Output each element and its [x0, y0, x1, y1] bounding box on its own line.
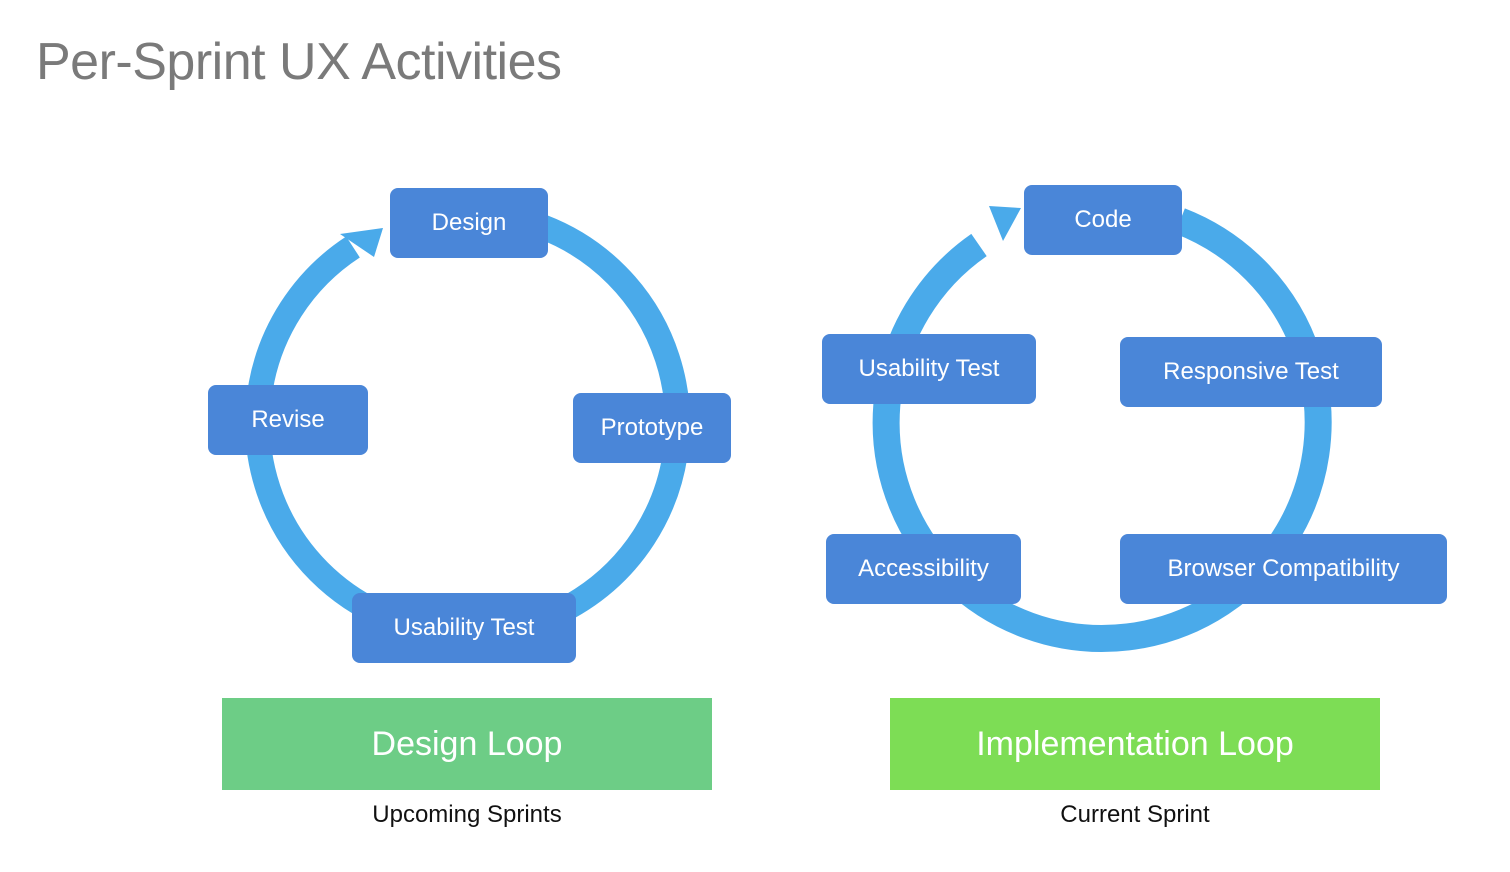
- node-code-label: Code: [1074, 206, 1132, 233]
- node-design: Design: [390, 188, 548, 258]
- design-loop-banner: Design Loop: [222, 698, 712, 790]
- node-design-usability-test-label: Usability Test: [393, 614, 535, 641]
- node-accessibility-label: Accessibility: [858, 555, 989, 582]
- node-code: Code: [1024, 185, 1182, 255]
- design-loop-banner-text: Design Loop: [371, 724, 563, 763]
- node-revise-label: Revise: [251, 406, 325, 433]
- design-loop-arrowhead: [340, 228, 383, 257]
- node-prototype: Prototype: [573, 393, 731, 463]
- node-design-usability-test: Usability Test: [352, 593, 576, 663]
- implementation-loop-banner: Implementation Loop: [890, 698, 1380, 790]
- implementation-loop-banner-text: Implementation Loop: [976, 724, 1294, 763]
- node-browser-compatibility-label: Browser Compatibility: [1167, 555, 1400, 582]
- node-implementation-usability-test: Usability Test: [822, 334, 1036, 404]
- implementation-loop-subtitle: Current Sprint: [1060, 801, 1210, 828]
- implementation-loop-arrowhead: [989, 206, 1021, 241]
- node-browser-compatibility: Browser Compatibility: [1120, 534, 1447, 604]
- node-design-label: Design: [431, 209, 507, 236]
- node-responsive-test-label: Responsive Test: [1163, 358, 1339, 385]
- node-prototype-label: Prototype: [600, 414, 704, 441]
- node-revise: Revise: [208, 385, 368, 455]
- node-accessibility: Accessibility: [826, 534, 1021, 604]
- node-responsive-test: Responsive Test: [1120, 337, 1382, 407]
- node-implementation-usability-test-label: Usability Test: [858, 355, 1000, 382]
- design-loop-subtitle: Upcoming Sprints: [372, 801, 562, 828]
- page-title: Per-Sprint UX Activities: [36, 33, 562, 91]
